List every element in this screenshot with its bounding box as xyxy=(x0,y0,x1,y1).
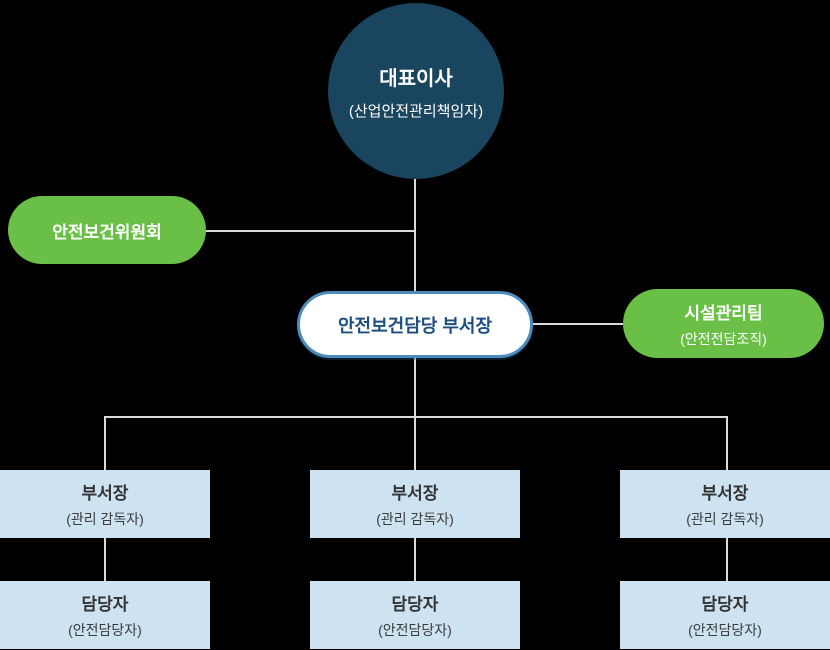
safety-head-node: 안전보건담당 부서장 xyxy=(297,291,533,358)
connector-drop-col1 xyxy=(104,416,106,470)
manager-box-1: 부서장 (관리 감독자) xyxy=(0,470,210,538)
manager-subtitle: (관리 감독자) xyxy=(686,511,764,527)
manager-title: 부서장 xyxy=(81,484,129,503)
manager-title: 부서장 xyxy=(701,484,749,503)
facility-team-node: 시설관리팀 (안전전담조직) xyxy=(623,289,824,358)
manager-subtitle: (관리 감독자) xyxy=(66,511,144,527)
manager-title: 부서장 xyxy=(391,484,439,503)
connector-manager-officer-col2 xyxy=(414,538,416,581)
connector-head-to-grid xyxy=(414,357,416,470)
safety-head-label: 안전보건담당 부서장 xyxy=(337,315,493,336)
facility-team-title: 시설관리팀 xyxy=(684,303,763,323)
connector-drop-col3 xyxy=(726,416,728,470)
connector-main-horizontal xyxy=(104,416,728,418)
manager-box-3: 부서장 (관리 감독자) xyxy=(620,470,830,538)
manager-subtitle: (관리 감독자) xyxy=(376,511,454,527)
ceo-title: 대표이사 xyxy=(379,67,453,90)
connector-committee-to-trunk xyxy=(205,230,416,232)
connector-head-to-facility xyxy=(532,323,623,325)
officer-box-1: 담당자 (안전담당자) xyxy=(0,581,210,649)
committee-node: 안전보건위원회 xyxy=(8,196,206,264)
facility-team-subtitle: (안전전담조직) xyxy=(680,330,767,347)
officer-title: 담당자 xyxy=(391,595,439,614)
connector-manager-officer-col3 xyxy=(726,538,728,581)
manager-box-2: 부서장 (관리 감독자) xyxy=(310,470,520,538)
officer-title: 담당자 xyxy=(701,595,749,614)
ceo-node: 대표이사 (산업안전관리책임자) xyxy=(328,3,504,179)
connector-ceo-to-head xyxy=(414,176,416,291)
ceo-subtitle: (산업안전관리책임자) xyxy=(348,102,484,120)
committee-label: 안전보건위원회 xyxy=(52,222,162,242)
officer-subtitle: (안전담당자) xyxy=(68,622,142,638)
officer-box-3: 담당자 (안전담당자) xyxy=(620,581,830,649)
officer-subtitle: (안전담당자) xyxy=(688,622,762,638)
officer-box-2: 담당자 (안전담당자) xyxy=(310,581,520,649)
officer-title: 담당자 xyxy=(81,595,129,614)
officer-subtitle: (안전담당자) xyxy=(378,622,452,638)
connector-manager-officer-col1 xyxy=(104,538,106,581)
